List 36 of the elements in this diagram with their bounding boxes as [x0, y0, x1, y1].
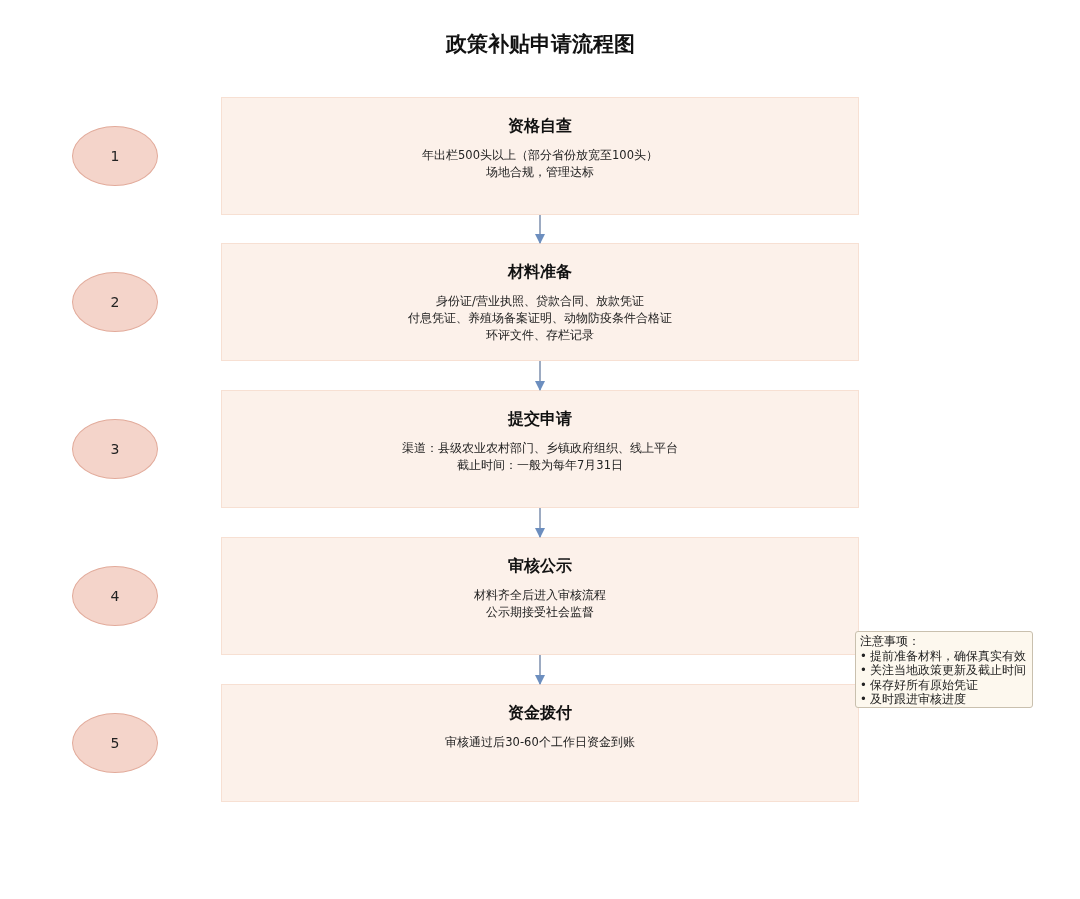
step-heading: 材料准备: [508, 262, 572, 283]
step-heading: 资格自查: [508, 116, 572, 137]
step-detail: 截止时间：一般为每年7月31日: [457, 457, 623, 474]
step-number: 1: [110, 148, 120, 164]
step-box: [221, 684, 859, 802]
step-heading: 资金拨付: [508, 703, 572, 724]
step-detail: 材料齐全后进入审核流程: [474, 587, 606, 604]
step-box: [221, 537, 859, 655]
step-number: 3: [110, 441, 120, 457]
step-detail: 付息凭证、养殖场备案证明、动物防疫条件合格证: [408, 310, 672, 327]
step-detail: 年出栏500头以上（部分省份放宽至100头）: [422, 147, 658, 164]
step-detail: 公示期接受社会监督: [486, 604, 594, 621]
arrow: [535, 214, 545, 244]
step-detail: 身份证/营业执照、贷款合同、放款凭证: [436, 293, 644, 310]
step-heading: 审核公示: [508, 556, 572, 577]
step-number: 5: [110, 735, 120, 751]
arrow: [535, 507, 545, 538]
note-item: • 关注当地政策更新及截止时间: [860, 663, 1028, 678]
step-detail: 环评文件、存栏记录: [486, 327, 594, 344]
step-heading: 提交申请: [508, 409, 572, 430]
arrow: [535, 654, 545, 685]
step-box: [221, 390, 859, 508]
arrow: [535, 360, 545, 391]
step-number: 4: [110, 588, 120, 604]
step-number: 2: [110, 294, 120, 310]
note-heading: 注意事项：: [860, 634, 921, 649]
note-item: • 提前准备材料，确保真实有效: [860, 648, 1028, 663]
step-detail: 审核通过后30-60个工作日资金到账: [445, 734, 635, 751]
note-item: • 保存好所有原始凭证: [860, 677, 980, 692]
note-box: [855, 631, 1033, 708]
step-box: [221, 243, 859, 361]
step-box: [221, 97, 859, 215]
note-item: • 及时跟进审核进度: [860, 692, 968, 707]
step-detail: 渠道：县级农业农村部门、乡镇政府组织、线上平台: [402, 440, 678, 457]
title: 政策补贴申请流程图: [444, 31, 636, 58]
step-detail: 场地合规，管理达标: [486, 164, 594, 181]
